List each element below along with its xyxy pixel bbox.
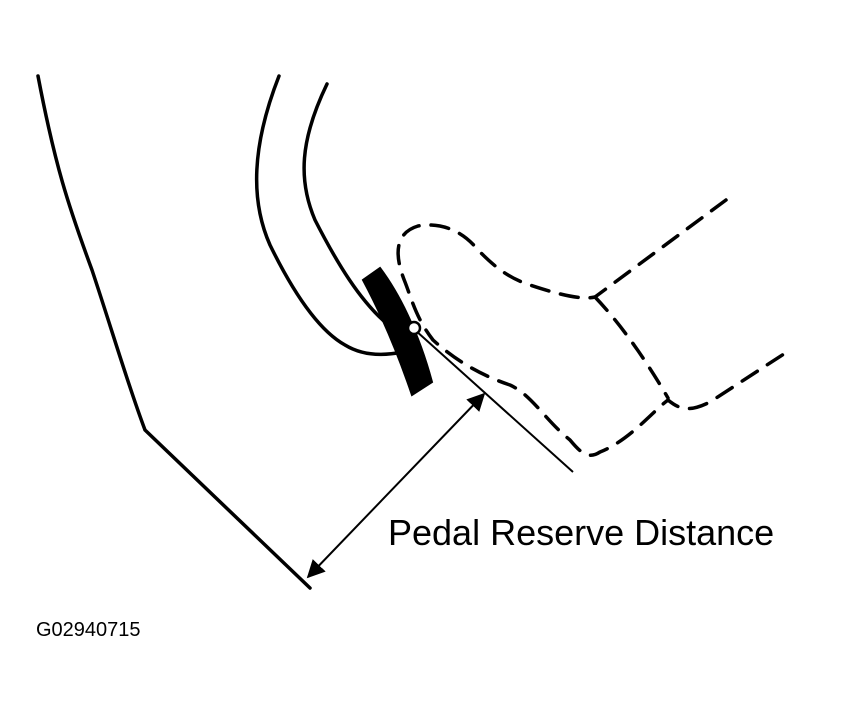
floor-panel-line [36, 74, 312, 590]
foot-outline-dashed [396, 198, 792, 457]
measurement-label: Pedal Reserve Distance [388, 512, 774, 553]
pedal-pivot [406, 320, 422, 336]
reserve-distance-arrow [306, 392, 486, 579]
figure-code-label: G02940715 [36, 619, 141, 641]
pedal-arm-inner [302, 82, 402, 330]
foot-ankle-dashed [593, 295, 670, 400]
pedal-arm-outer [254, 74, 404, 357]
pedal-pad [361, 266, 434, 397]
pedal-reference-line [414, 329, 574, 473]
